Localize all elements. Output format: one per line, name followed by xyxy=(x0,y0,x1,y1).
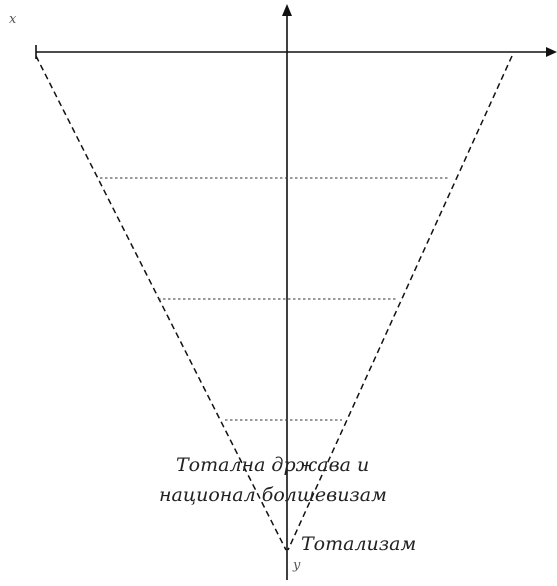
triangle-right-side xyxy=(287,55,513,551)
y-axis-label: y xyxy=(292,558,301,573)
x-axis-label: x xyxy=(9,12,17,27)
label-national-bolshevism: национал болшевизам xyxy=(159,484,387,506)
y-axis-arrowhead xyxy=(282,4,292,16)
label-total-state: Тотална држава и xyxy=(176,454,369,476)
triangle-left-side xyxy=(35,55,287,551)
x-axis-arrowhead xyxy=(546,47,557,57)
label-totalism: Тотализам xyxy=(301,533,416,555)
